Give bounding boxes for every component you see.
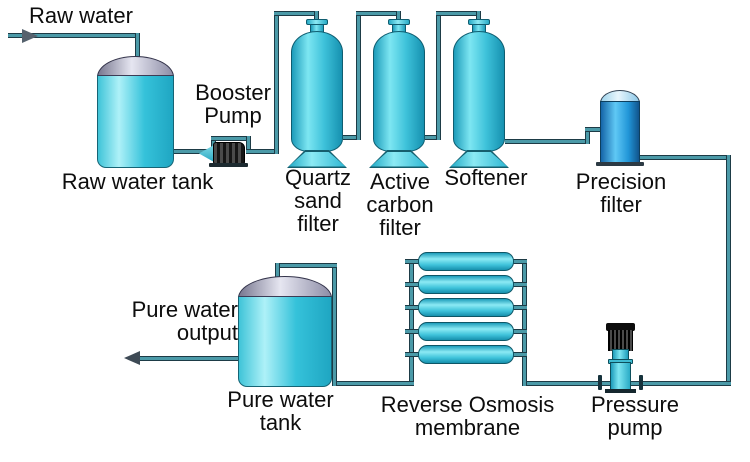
label-line: Pump: [204, 103, 262, 128]
pipe-segment: [405, 329, 420, 334]
label-softener: Softener: [436, 166, 536, 189]
label-line: Raw water tank: [61, 169, 214, 194]
vessel-skirt: [449, 150, 509, 168]
raw-water-tank-dome: [97, 56, 174, 77]
pipe-segment: [136, 356, 239, 361]
ro-membrane-tube: [418, 322, 514, 341]
pipe-segment: [585, 127, 590, 144]
label-booster-pump: Booster Pump: [183, 81, 283, 127]
label-pure-water-tank: Pure water tank: [208, 388, 353, 434]
pipe-segment: [314, 11, 319, 26]
label-line: Pure water: [131, 297, 238, 322]
label-precision-filter: Precision filter: [566, 170, 676, 216]
pipe-segment: [436, 11, 441, 140]
vessel-body: [373, 31, 425, 152]
pipe-segment: [8, 33, 140, 38]
flow-arrow-in-icon: [22, 29, 38, 43]
label-reverse-osmosis-membrane: Reverse Osmosis membrane: [365, 393, 570, 439]
pipe-segment: [476, 11, 481, 26]
pipe-segment: [343, 135, 361, 140]
pipe-segment: [274, 11, 279, 154]
ro-membrane-tube: [418, 298, 514, 317]
pipe-segment: [510, 282, 527, 287]
pipe-segment: [405, 305, 420, 310]
pipe-segment: [405, 259, 420, 264]
pipe-segment: [274, 11, 319, 16]
pipe-segment: [246, 149, 279, 154]
booster-pump-motor: [213, 142, 245, 164]
pipe-segment: [332, 381, 414, 386]
label-line: tank: [259, 410, 302, 435]
pipe-segment: [356, 11, 401, 16]
label-line: pump: [607, 415, 663, 440]
ro-membrane-tube: [418, 345, 514, 364]
label-quartz-sand-filter: Quartz sand filter: [273, 166, 363, 235]
label-line: Pressure: [590, 392, 680, 417]
pipe-segment: [405, 282, 420, 287]
label-line: Softener: [444, 165, 528, 190]
flow-arrow-out-icon: [124, 351, 140, 365]
pipe-segment: [332, 263, 337, 386]
pipe-segment: [585, 127, 605, 132]
ro-membrane-tube: [418, 275, 514, 294]
ro-left-manifold: [409, 259, 414, 386]
booster-pump-base: [209, 163, 248, 167]
pipe-segment: [396, 11, 401, 26]
pipe-segment: [726, 155, 731, 386]
pipe-segment: [172, 149, 208, 154]
label-line: Active: [370, 169, 430, 194]
label-line: Raw water: [29, 3, 133, 28]
pipe-segment: [356, 11, 361, 140]
label-line: Precision: [575, 169, 667, 194]
pure-water-tank-dome: [238, 276, 332, 298]
label-line: membrane: [414, 415, 521, 440]
label-active-carbon-filter: Active carbon filter: [356, 170, 444, 239]
pressure-pump-motor-fins: [608, 330, 633, 351]
booster-pump-inlet-cone: [199, 145, 214, 162]
label-line: filter: [379, 215, 421, 240]
pipe-segment: [510, 352, 527, 357]
pressure-pump-base: [605, 389, 636, 393]
pipe-flange-tick: [639, 375, 643, 390]
label-line: Booster: [195, 80, 271, 105]
pipe-segment: [436, 11, 481, 16]
pressure-pump-body: [610, 362, 631, 391]
pipe-segment: [638, 155, 731, 160]
pipe-segment: [275, 263, 337, 268]
pipe-segment: [510, 259, 527, 264]
ro-membrane-tube: [418, 252, 514, 271]
pipe-segment: [135, 33, 140, 64]
label-pure-water-output: Pure water output: [105, 298, 238, 344]
pipe-flange-tick: [598, 375, 602, 390]
vessel-body: [453, 31, 505, 152]
label-line: Pure water: [227, 387, 334, 412]
pure-water-tank-body: [238, 296, 332, 387]
ro-right-manifold: [522, 259, 527, 386]
vessel-skirt: [287, 150, 347, 168]
vessel-skirt: [369, 150, 429, 168]
label-line: sand: [294, 188, 342, 213]
label-line: Reverse Osmosis: [380, 392, 555, 417]
label-raw-water-tank: Raw water tank: [50, 170, 225, 193]
label-line: filter: [297, 211, 339, 236]
raw-water-tank-body: [97, 75, 174, 168]
precision-filter-base: [596, 162, 644, 166]
pipe-segment: [246, 136, 251, 154]
label-line: carbon: [366, 192, 434, 217]
vessel-body: [291, 31, 343, 152]
pipe-segment: [405, 352, 420, 357]
pipe-segment: [505, 139, 590, 144]
label-line: output: [176, 320, 238, 345]
label-line: filter: [600, 192, 642, 217]
pipe-segment: [510, 329, 527, 334]
label-line: Quartz: [284, 165, 352, 190]
pipe-segment: [425, 135, 441, 140]
pipe-segment: [211, 136, 251, 141]
pressure-pump-motor-cap: [606, 323, 635, 331]
label-raw-water: Raw water: [16, 4, 146, 27]
pipe-segment: [510, 305, 527, 310]
label-pressure-pump: Pressure pump: [574, 393, 696, 439]
precision-filter-body: [600, 101, 640, 163]
